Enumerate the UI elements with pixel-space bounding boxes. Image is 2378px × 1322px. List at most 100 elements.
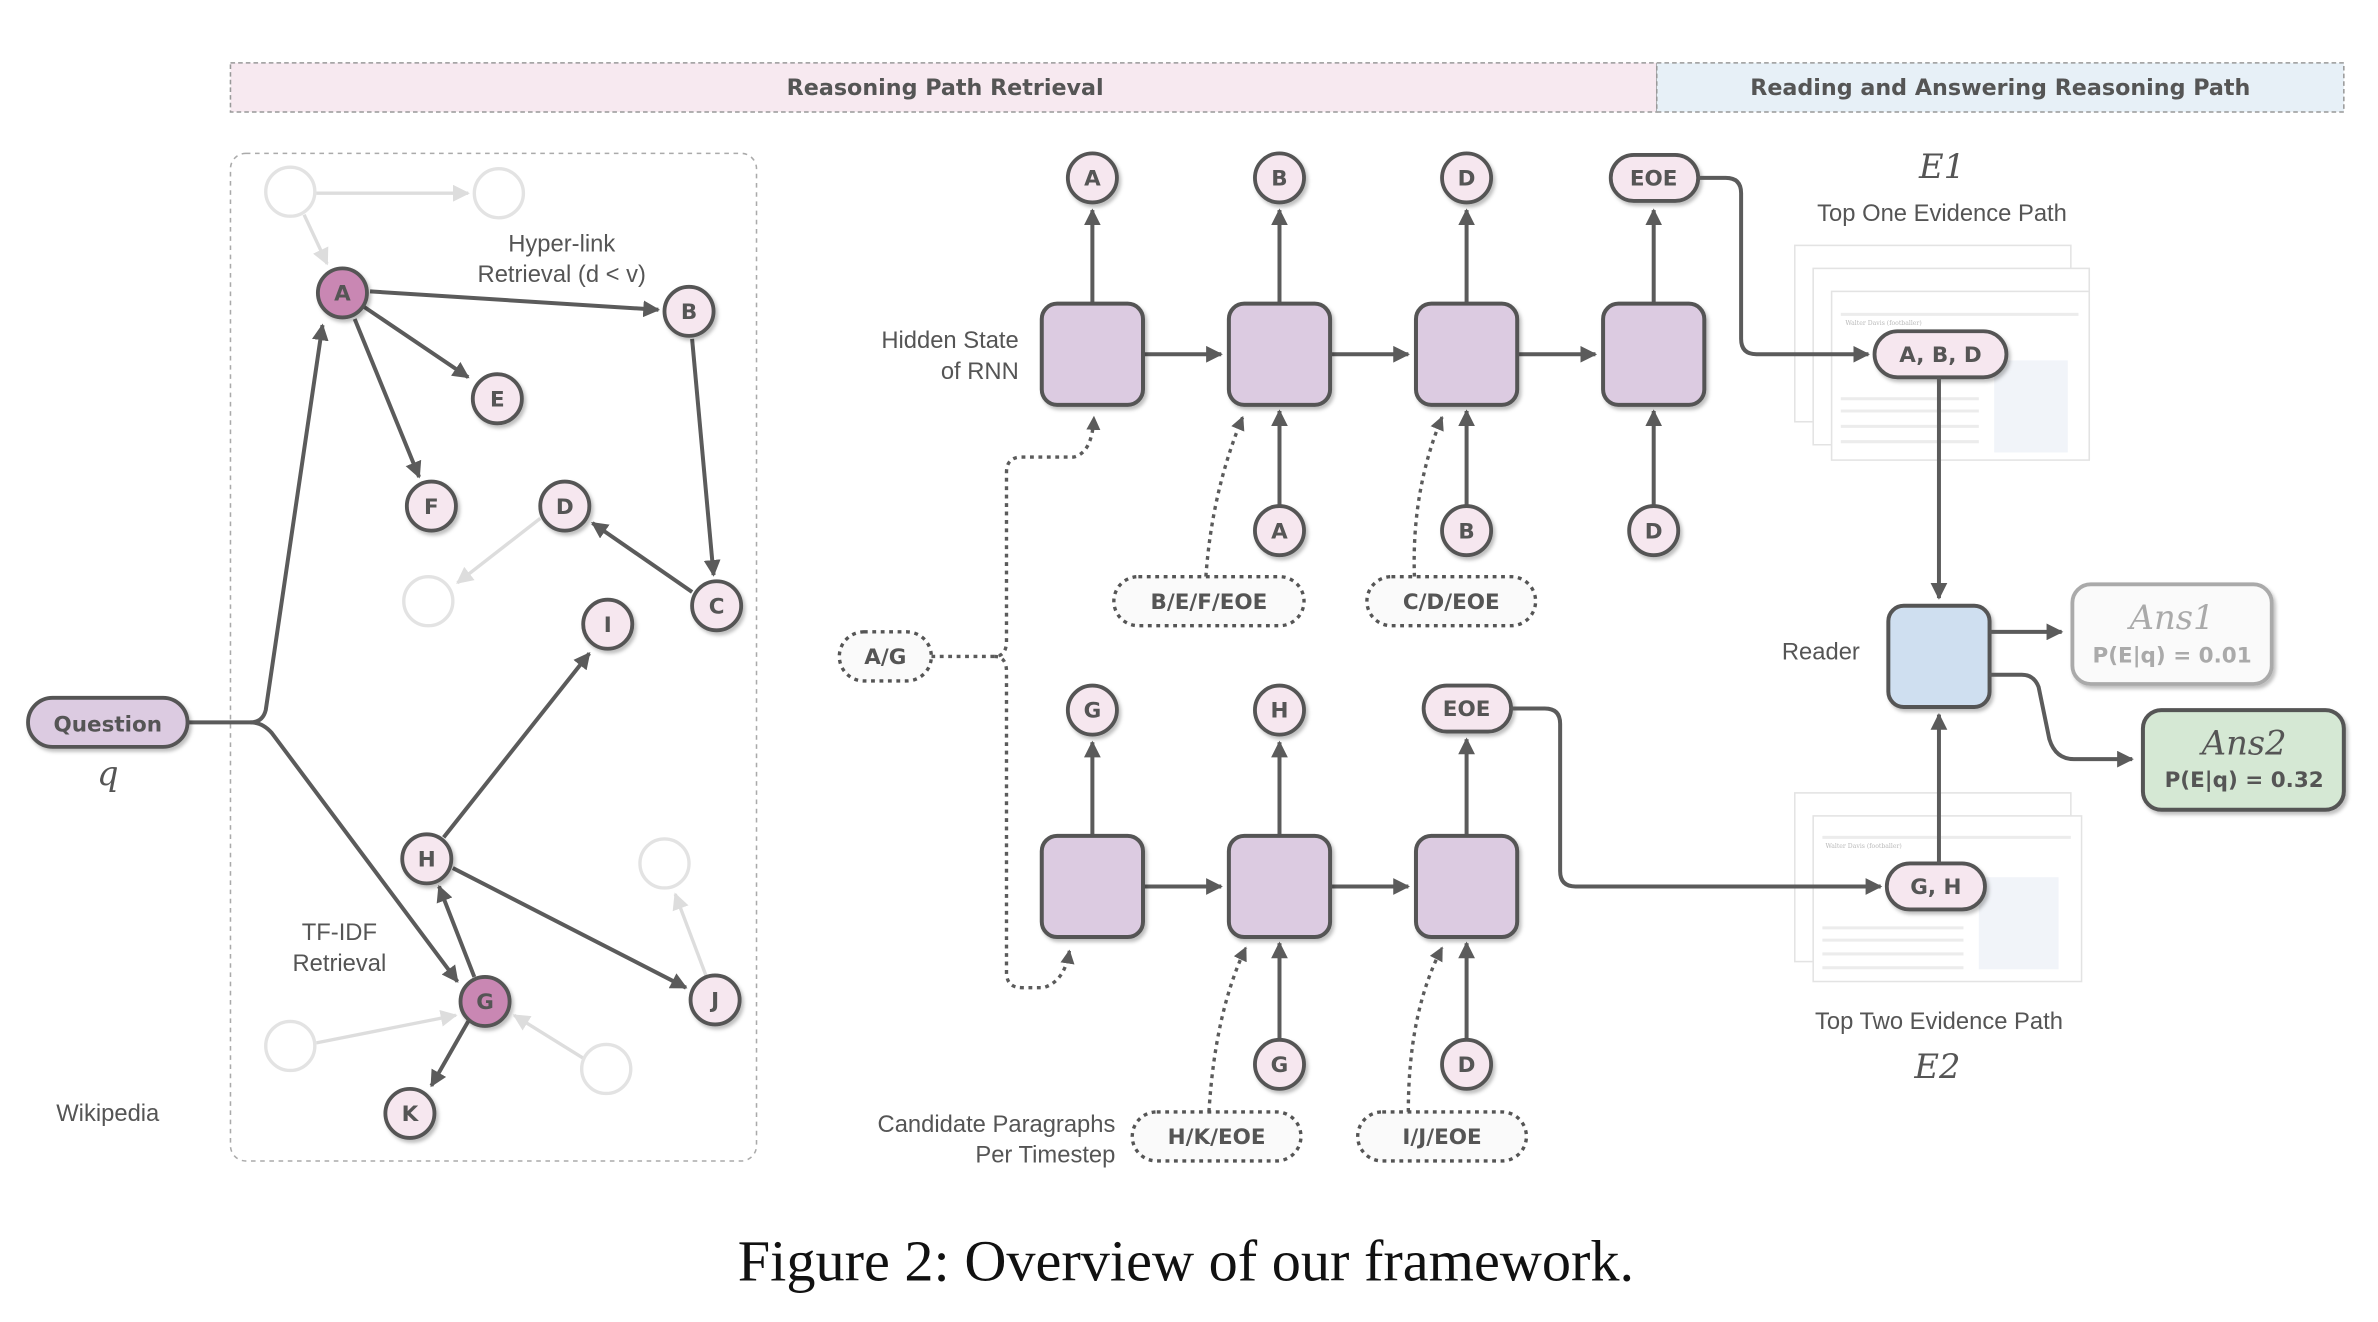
reading-header-bar — [1655, 62, 2345, 113]
svg-text:A, B, D: A, B, D — [1899, 343, 1981, 368]
hyperlink-label: Retrieval (d < v) — [478, 261, 646, 288]
wikipedia-label: Wikipedia — [56, 1100, 160, 1127]
output-node: G — [1065, 683, 1119, 737]
answer-1: Ans1 P(E|q) = 0.01 — [2070, 582, 2274, 686]
output-node: B — [1253, 151, 1306, 205]
svg-text:EOE: EOE — [1630, 167, 1678, 192]
svg-text:G: G — [476, 990, 494, 1015]
e1-label: Top One Evidence Path — [1817, 200, 2067, 227]
svg-text:B/E/F/EOE: B/E/F/EOE — [1151, 590, 1268, 615]
svg-text:B: B — [681, 300, 697, 325]
output-node: D — [1440, 151, 1494, 205]
e2-symbol: E2 — [1913, 1047, 1960, 1086]
svg-text:G, H: G, H — [1910, 875, 1961, 900]
svg-text:Question: Question — [54, 713, 163, 738]
svg-text:C/D/EOE: C/D/EOE — [1403, 590, 1500, 615]
e2-label: Top Two Evidence Path — [1815, 1008, 2063, 1035]
e1-symbol: E1 — [1918, 147, 1965, 186]
svg-text:I: I — [604, 613, 612, 638]
svg-text:C: C — [709, 594, 725, 619]
svg-text:B: B — [1271, 167, 1287, 192]
candidates-label: Per Timestep — [975, 1142, 1115, 1169]
hidden-state-label: of RNN — [941, 358, 1019, 385]
svg-text:H: H — [418, 848, 436, 873]
rnn-hidden-state — [1039, 833, 1145, 940]
svg-text:K: K — [402, 1102, 420, 1127]
answer-2: Ans2 P(E|q) = 0.32 — [2140, 708, 2346, 812]
wikipedia-box — [229, 152, 758, 1162]
unrelated-node — [264, 165, 317, 218]
stage-header: Reasoning Path Retrieval Reading and Ans… — [229, 62, 2345, 113]
graph-node-i: I — [581, 597, 635, 651]
rnn-hidden-state — [1413, 301, 1520, 407]
svg-text:G: G — [1084, 699, 1102, 724]
svg-text:D: D — [1458, 167, 1476, 192]
svg-text:A/G: A/G — [864, 645, 906, 670]
candidate-set: H/K/EOE — [1130, 1110, 1303, 1163]
graph-node-d: D — [538, 479, 592, 533]
svg-text:H/K/EOE: H/K/EOE — [1168, 1125, 1266, 1150]
svg-text:EOE: EOE — [1443, 697, 1491, 722]
svg-text:H: H — [1271, 699, 1289, 724]
svg-text:A: A — [1084, 167, 1101, 192]
candidate-set: C/D/EOE — [1365, 574, 1538, 628]
candidates-label: Candidate Paragraphs — [878, 1111, 1116, 1138]
wiki-page-title: Walter Davis (footballer) — [1845, 320, 1921, 327]
graph-node-h: H — [400, 832, 454, 886]
svg-text:P(E|q) = 0.32: P(E|q) = 0.32 — [2165, 768, 2324, 793]
evidence-path-2: G, H — [1884, 861, 1987, 912]
svg-text:E: E — [490, 387, 505, 412]
svg-text:Ans1: Ans1 — [2127, 598, 2215, 637]
svg-text:P(E|q) = 0.01: P(E|q) = 0.01 — [2092, 644, 2251, 669]
graph-node-k: K — [383, 1086, 437, 1140]
svg-text:D: D — [1458, 1053, 1476, 1078]
input-node: D — [1627, 504, 1681, 558]
svg-text:G: G — [1271, 1053, 1289, 1078]
evidence-path-1: A, B, D — [1872, 329, 2009, 380]
initial-candidate-set: A/G — [837, 630, 934, 683]
graph-node-j: J — [688, 973, 742, 1027]
svg-text:A: A — [334, 282, 351, 307]
rnn-hidden-state — [1226, 301, 1333, 407]
svg-text:D: D — [1645, 519, 1663, 544]
unrelated-node — [638, 837, 691, 890]
reader-model — [1886, 603, 1992, 710]
rnn-path-1: Hidden State of RNN A B D EOE A B D B/E/… — [881, 151, 1707, 628]
input-node: G — [1253, 1037, 1306, 1091]
wikipedia-page-thumbnails: Walter Davis (footballer) — [1794, 792, 2083, 983]
input-node: B — [1440, 504, 1494, 558]
unrelated-node — [264, 1019, 317, 1073]
output-node-eoe: EOE — [1421, 683, 1513, 734]
input-node: A — [1253, 504, 1306, 558]
rnn-hidden-state — [1226, 833, 1333, 940]
tfidf-label: TF-IDF — [302, 919, 377, 946]
tfidf-label: Retrieval — [292, 950, 386, 977]
svg-text:D: D — [556, 495, 574, 520]
reader-label: Reader — [1782, 638, 1860, 665]
svg-text:I/J/EOE: I/J/EOE — [1402, 1125, 1481, 1150]
graph-node-c: C — [690, 579, 744, 633]
figure-caption: Figure 2: Overview of our framework. — [738, 1229, 1634, 1294]
question-node: Question — [26, 695, 190, 749]
input-node: D — [1440, 1037, 1494, 1091]
hidden-state-label: Hidden State — [881, 327, 1018, 354]
candidate-set: I/J/EOE — [1356, 1110, 1529, 1163]
graph-node-f: F — [404, 479, 458, 533]
reader-section: E1 Top One Evidence Path Walter Davis (f… — [1511, 147, 2346, 1086]
unrelated-node — [472, 167, 526, 220]
rnn-hidden-state — [1413, 833, 1520, 940]
hyperlink-label: Hyper-link — [508, 231, 615, 258]
svg-text:J: J — [709, 989, 719, 1014]
svg-text:B: B — [1458, 519, 1474, 544]
candidate-set: B/E/F/EOE — [1112, 574, 1306, 628]
unrelated-node — [579, 1042, 633, 1096]
graph-node-a: A — [315, 266, 369, 320]
output-node: A — [1065, 151, 1119, 205]
question-symbol: q — [97, 754, 119, 793]
rnn-hidden-state — [1039, 301, 1145, 407]
graph-node-e: E — [470, 372, 524, 426]
retrieval-header-label: Reasoning Path Retrieval — [787, 75, 1104, 101]
retrieval-header-bar — [229, 62, 1658, 113]
rnn-hidden-state — [1601, 301, 1707, 407]
